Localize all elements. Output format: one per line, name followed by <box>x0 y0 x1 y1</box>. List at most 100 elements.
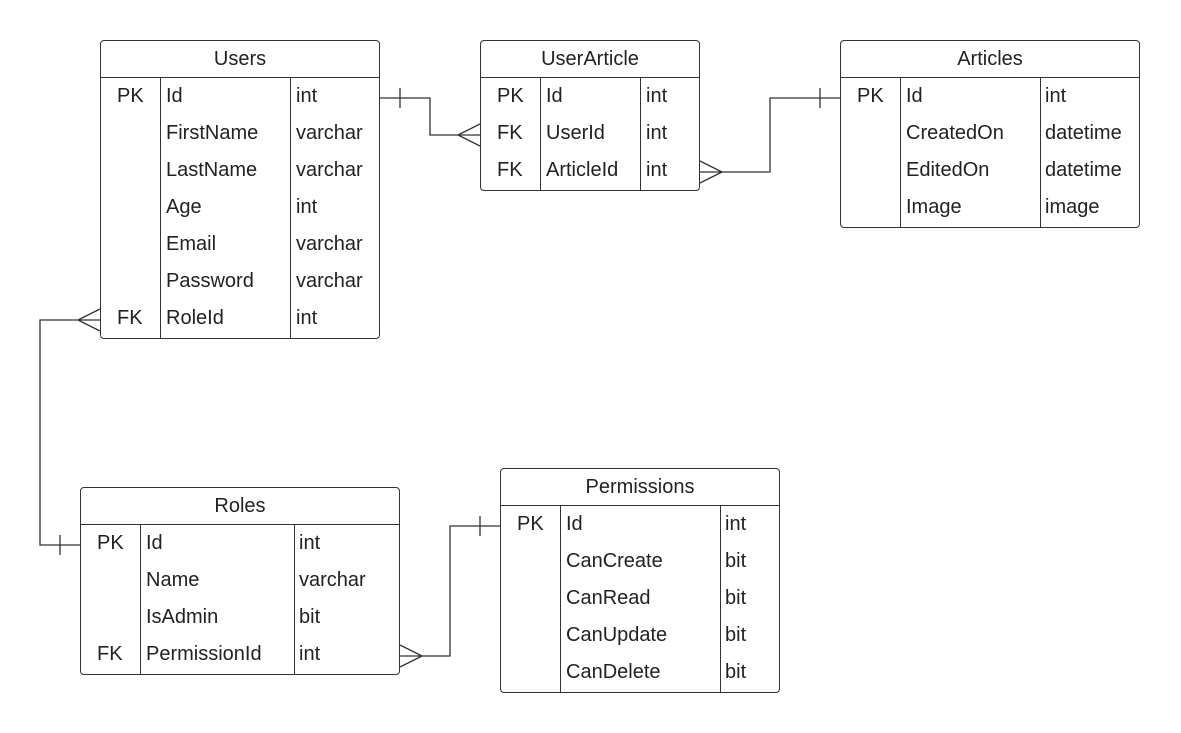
field-row: FK PermissionId int <box>81 636 399 673</box>
type-cell: int <box>296 196 318 218</box>
entity-title: Permissions <box>501 469 779 506</box>
column-divider <box>160 78 161 338</box>
name-cell: Image <box>906 196 962 218</box>
column-divider <box>720 506 721 692</box>
entity-roles: Roles PK Id int Name varchar IsAdmin bit FK P… <box>80 487 400 675</box>
type-cell: int <box>299 532 321 554</box>
type-cell: bit <box>725 661 747 683</box>
name-cell: PermissionId <box>146 643 262 665</box>
type-cell: image <box>1045 196 1100 218</box>
type-cell: varchar <box>296 270 363 292</box>
type-cell: varchar <box>296 122 363 144</box>
name-cell: Id <box>906 85 923 107</box>
field-row: FK RoleId int <box>101 300 379 337</box>
type-cell: datetime <box>1045 159 1122 181</box>
field-row: IsAdmin bit <box>81 599 399 636</box>
field-row: EditedOn datetime <box>841 152 1139 189</box>
name-cell: ArticleId <box>546 159 619 181</box>
name-cell: Name <box>146 569 200 591</box>
entity-articles: Articles PK Id int CreatedOn datetime Edite… <box>840 40 1140 228</box>
field-row: CanRead bit <box>501 580 779 617</box>
type-cell: int <box>646 159 668 181</box>
column-divider <box>140 525 141 674</box>
field-row: Image image <box>841 189 1139 226</box>
field-row: PK Id int <box>101 78 379 115</box>
column-divider <box>560 506 561 692</box>
type-cell: int <box>296 307 318 329</box>
column-divider <box>294 525 295 674</box>
type-cell: int <box>646 85 668 107</box>
field-row: LastName varchar <box>101 152 379 189</box>
key-cell: FK <box>97 643 123 665</box>
name-cell: CanRead <box>566 587 651 609</box>
key-cell: PK <box>497 85 524 107</box>
relationship-permissions-roles <box>399 516 500 668</box>
name-cell: CreatedOn <box>906 122 1004 144</box>
type-cell: varchar <box>299 569 366 591</box>
field-row: PK Id int <box>481 78 699 115</box>
key-cell: PK <box>857 85 884 107</box>
field-row: CanUpdate bit <box>501 617 779 654</box>
column-divider <box>640 78 641 190</box>
name-cell: EditedOn <box>906 159 990 181</box>
field-row: CanDelete bit <box>501 654 779 691</box>
type-cell: bit <box>299 606 321 628</box>
key-cell: FK <box>497 159 523 181</box>
type-cell: varchar <box>296 159 363 181</box>
type-cell: varchar <box>296 233 363 255</box>
column-divider <box>900 78 901 227</box>
field-row: PK Id int <box>841 78 1139 115</box>
entity-title: Roles <box>81 488 399 525</box>
type-cell: int <box>296 85 318 107</box>
field-row: Age int <box>101 189 379 226</box>
type-cell: int <box>299 643 321 665</box>
key-cell: FK <box>117 307 143 329</box>
name-cell: Age <box>166 196 202 218</box>
field-row: FirstName varchar <box>101 115 379 152</box>
type-cell: bit <box>725 587 747 609</box>
type-cell: bit <box>725 624 747 646</box>
name-cell: IsAdmin <box>146 606 219 628</box>
name-cell: Id <box>546 85 563 107</box>
field-row: PK Id int <box>81 525 399 562</box>
key-cell: PK <box>117 85 144 107</box>
entity-title: UserArticle <box>481 41 699 78</box>
name-cell: CanCreate <box>566 550 663 572</box>
name-cell: LastName <box>166 159 258 181</box>
field-row: Password varchar <box>101 263 379 300</box>
name-cell: CanDelete <box>566 661 661 683</box>
key-cell: PK <box>97 532 124 554</box>
relationship-roles-users <box>39 308 101 555</box>
entity-title: Users <box>101 41 379 78</box>
field-row: CanCreate bit <box>501 543 779 580</box>
type-cell: int <box>1045 85 1067 107</box>
entity-permissions: Permissions PK Id int CanCreate bit CanRead… <box>500 468 780 693</box>
type-cell: datetime <box>1045 122 1122 144</box>
field-row: FK ArticleId int <box>481 152 699 189</box>
name-cell: CanUpdate <box>566 624 668 646</box>
relationship-articles-userarticle <box>699 88 840 184</box>
column-divider <box>1040 78 1041 227</box>
field-row: PK Id int <box>501 506 779 543</box>
key-cell: PK <box>517 513 544 535</box>
name-cell: Id <box>146 532 163 554</box>
entity-title: Articles <box>841 41 1139 78</box>
column-divider <box>540 78 541 190</box>
type-cell: int <box>725 513 747 535</box>
entity-users: Users PK Id int FirstName varchar LastName v… <box>100 40 380 339</box>
name-cell: UserId <box>546 122 605 144</box>
key-cell: FK <box>497 122 523 144</box>
entity-userarticle: UserArticle PK Id int FK UserId int FK Articl… <box>480 40 700 191</box>
name-cell: Id <box>166 85 183 107</box>
name-cell: FirstName <box>166 122 259 144</box>
name-cell: RoleId <box>166 307 224 329</box>
field-row: CreatedOn datetime <box>841 115 1139 152</box>
type-cell: bit <box>725 550 747 572</box>
name-cell: Id <box>566 513 583 535</box>
field-row: Name varchar <box>81 562 399 599</box>
relationship-users-userarticle <box>380 88 481 147</box>
name-cell: Password <box>166 270 254 292</box>
